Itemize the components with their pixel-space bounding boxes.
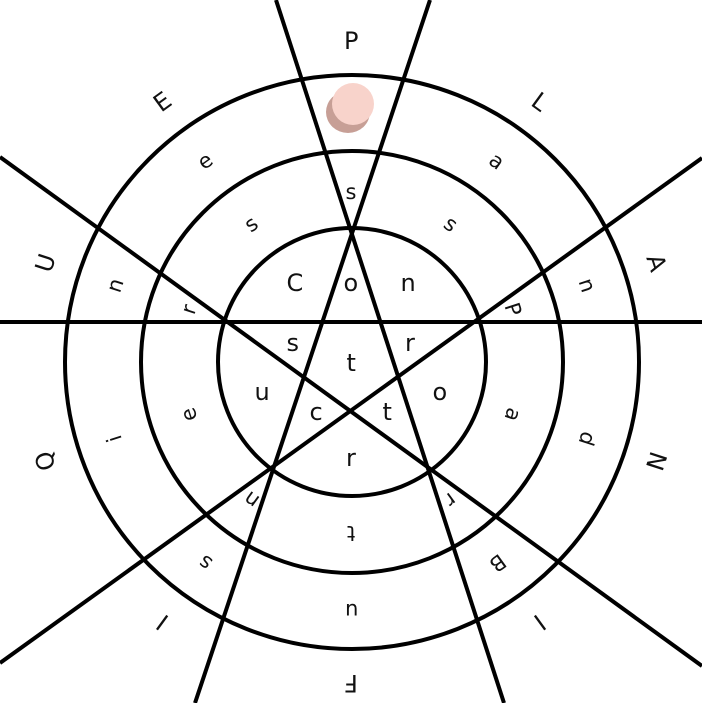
- center-letter: t: [382, 398, 392, 426]
- token-top: [332, 83, 374, 125]
- center-letter: n: [400, 269, 416, 297]
- center-letter: c: [309, 398, 323, 426]
- divider-line-1: [274, 0, 506, 703]
- center-letter: u: [254, 378, 270, 406]
- center-letter: t: [346, 349, 356, 377]
- center-letter: o: [432, 378, 448, 406]
- game-token[interactable]: [326, 83, 374, 133]
- center-letter: s: [286, 329, 300, 357]
- middle-ring-letter: u: [344, 598, 358, 623]
- middle-circle: [139, 149, 565, 575]
- divider-line-4: [0, 156, 702, 665]
- inner-ring-letter: t: [347, 520, 356, 545]
- divider-line-2: [193, 0, 432, 703]
- center-letter: C: [286, 269, 304, 297]
- center-letter: r: [346, 444, 356, 472]
- outer-ring-letter: P: [344, 27, 359, 55]
- center-letter: r: [405, 329, 415, 357]
- outer-ring-letter: F: [344, 669, 358, 697]
- center-letter: o: [343, 269, 359, 297]
- outer-circle: [63, 73, 641, 651]
- inner-ring-letter: s: [345, 179, 357, 204]
